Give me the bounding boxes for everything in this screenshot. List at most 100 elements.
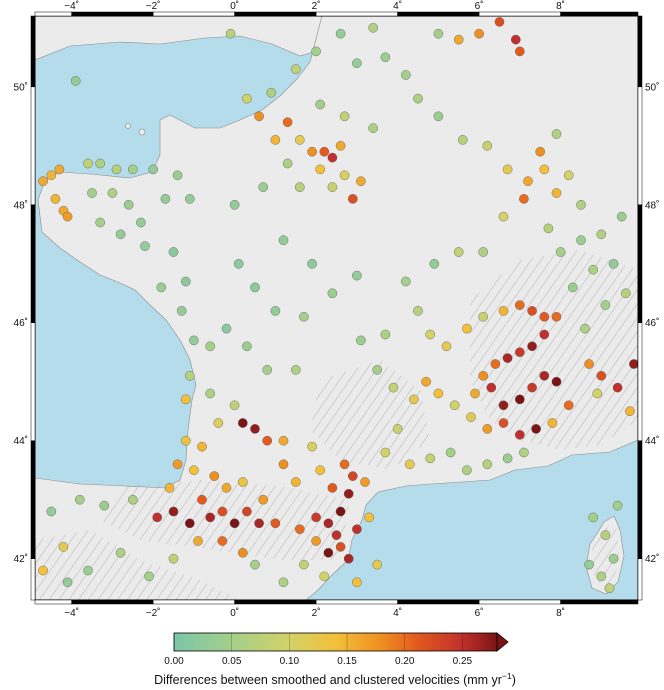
gnss-station (327, 152, 338, 163)
lon-tick-label-top: −2˚ (146, 0, 161, 12)
gnss-station (502, 453, 513, 464)
gnss-station (535, 146, 546, 157)
gnss-station (539, 370, 550, 381)
gnss-station (107, 188, 118, 198)
gnss-station (588, 512, 599, 523)
gnss-station (270, 135, 281, 145)
gnss-station (184, 194, 195, 204)
gnss-station (184, 518, 195, 529)
gnss-station (352, 524, 362, 535)
gnss-station (217, 536, 228, 546)
lat-tick-label-right: 50˚ (645, 81, 659, 93)
gnss-station (311, 512, 321, 523)
frame-segment (234, 11, 317, 17)
gnss-station (368, 123, 379, 133)
gnss-station (478, 370, 489, 381)
gnss-station (315, 99, 326, 110)
gnss-station (498, 400, 509, 411)
gnss-station (205, 341, 215, 352)
gnss-station (425, 453, 436, 464)
gnss-station (515, 429, 525, 440)
gnss-station (315, 465, 326, 476)
gnss-station (221, 483, 232, 493)
gnss-station (87, 188, 97, 198)
gnss-station (555, 247, 566, 257)
gnss-station (551, 188, 562, 198)
gnss-station (294, 135, 305, 145)
gnss-station (266, 87, 277, 98)
gnss-station (539, 164, 550, 175)
lon-tick-label-top: 2˚ (312, 0, 321, 12)
gnss-station (242, 506, 252, 517)
lon-tick-label-bottom: 0˚ (230, 607, 239, 619)
gnss-station (270, 518, 281, 529)
stations-layer (38, 17, 638, 594)
frame-segment (234, 599, 317, 605)
gnss-station (278, 235, 289, 245)
gnss-station (588, 264, 599, 275)
gnss-station (319, 571, 330, 582)
gnss-station (193, 536, 203, 546)
gnss-station (229, 199, 240, 210)
gnss-station (323, 518, 334, 529)
gnss-station (608, 258, 619, 269)
gnss-station (462, 465, 472, 476)
gnss-station (576, 235, 586, 245)
gnss-station (237, 418, 248, 428)
gnss-station (148, 164, 158, 175)
colorbar-tick-label: 0.25 (453, 656, 473, 667)
gnss-station (478, 311, 489, 322)
frame-segment (637, 86, 643, 206)
colorbar-gradient (173, 632, 498, 652)
colorbar-title: Differences between smoothed and cluster… (154, 671, 516, 687)
gnss-station (494, 17, 505, 27)
gnss-station (54, 164, 65, 175)
gnss-station (140, 241, 150, 251)
gnss-station (189, 335, 199, 346)
gnss-station (515, 347, 525, 358)
gnss-station (233, 258, 244, 269)
gnss-station (380, 329, 391, 340)
gnss-station (543, 223, 554, 234)
gnss-station (335, 506, 346, 517)
gnss-station (380, 447, 391, 458)
gnss-station (531, 424, 541, 434)
gnss-station (115, 548, 126, 558)
gnss-station (95, 217, 105, 228)
gnss-station (596, 370, 607, 381)
frame-segment (315, 599, 398, 605)
gnss-station (62, 211, 73, 222)
gnss-station (462, 323, 472, 334)
relief-pyrenees (100, 480, 350, 560)
gnss-station (356, 176, 366, 186)
gnss-station (576, 199, 586, 210)
gnss-station (180, 276, 191, 287)
gnss-station (229, 518, 240, 529)
lon-tick-label-bottom: 2˚ (312, 607, 321, 619)
frame-segment (560, 599, 639, 605)
lat-tick-label-right: 46˚ (645, 317, 659, 329)
gnss-station (364, 512, 374, 523)
gnss-station (205, 388, 215, 399)
gnss-station (600, 300, 611, 310)
gnss-station (156, 282, 167, 293)
tick-labels: −4˚−4˚−2˚−2˚0˚0˚2˚2˚4˚4˚6˚6˚8˚8˚42˚42˚44… (14, 0, 660, 619)
lat-tick-label-right: 48˚ (645, 199, 659, 211)
gnss-station (368, 22, 379, 33)
frame-segment (637, 558, 643, 601)
frame-segment (152, 599, 235, 605)
gnss-station (592, 388, 603, 399)
gnss-station (596, 571, 607, 582)
gnss-station (229, 400, 240, 411)
gnss-station (519, 194, 529, 204)
gnss-station (335, 542, 346, 552)
gnss-station (498, 306, 509, 316)
gnss-station (421, 376, 431, 387)
gnss-station (168, 506, 179, 517)
gnss-station (616, 211, 627, 222)
gnss-station (168, 553, 179, 564)
gnss-station (294, 182, 305, 192)
gnss-station (197, 494, 207, 505)
gnss-station (111, 164, 122, 175)
